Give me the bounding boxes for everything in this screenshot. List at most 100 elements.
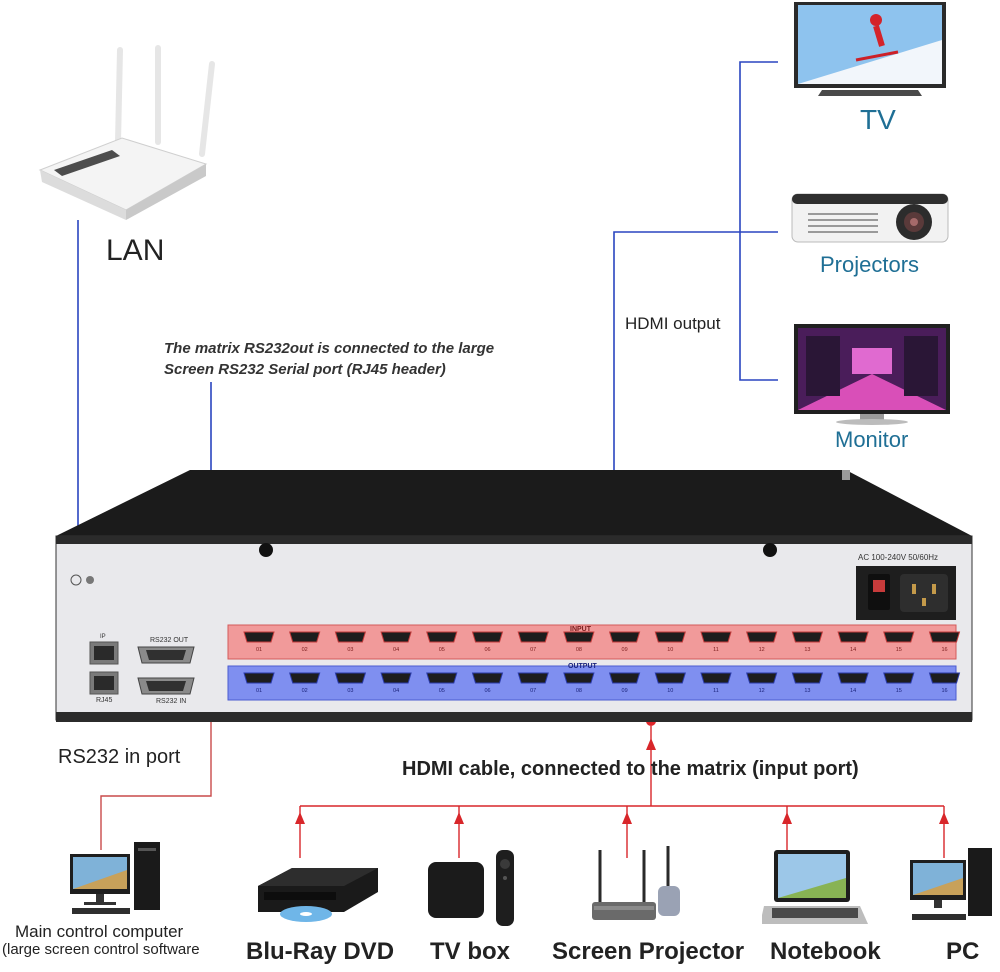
screen-projector-label: Screen Projector: [552, 938, 745, 965]
hdmi-input-port-label-16: 16: [941, 647, 947, 653]
monitor-label: Monitor: [835, 427, 909, 452]
projectors-label: Projectors: [820, 252, 920, 277]
router-icon: [38, 45, 215, 220]
hdmi-input-port-label-02: 02: [302, 647, 308, 653]
hdmi-output-port-04: [380, 672, 412, 684]
hdmi-output-port-label-06: 06: [484, 688, 490, 694]
hdmi-output-port-label-13: 13: [804, 688, 810, 694]
input-band-label: INPUT: [570, 626, 591, 633]
hdmi-output-port-16: [928, 672, 961, 684]
main-computer-label-line1: Main control computer: [15, 922, 184, 941]
ip-label: IP: [100, 634, 106, 640]
tv-icon: [794, 2, 946, 96]
hdmi-output-port-10: [654, 672, 686, 684]
hdmi-input-port-label-15: 15: [896, 647, 902, 653]
hdmi-output-port-03: [334, 672, 367, 684]
matrix-device: 01 01 02 02 03 03 04 04 05 05 06 06 07 07 08 08 09 09 10 10…: [55, 470, 973, 722]
hdmi-input-port-label-12: 12: [759, 647, 765, 653]
rs232-note-line2: Screen RS232 Serial port (RJ45 header): [164, 361, 446, 378]
bluray-icon: [258, 868, 378, 922]
main-computer-label-line2: (large screen control software: [2, 941, 200, 958]
hdmi-input-port-05: [426, 631, 458, 643]
hdmi-output-port-label-09: 09: [622, 688, 628, 694]
hdmi-output-port-14: [837, 672, 869, 684]
pc-label: PC: [946, 938, 980, 965]
hdmi-output-port-11: [700, 672, 732, 684]
hdmi-input-port-label-13: 13: [804, 647, 810, 653]
display-bracket: [739, 61, 778, 381]
hdmi-input-port-07: [517, 631, 549, 643]
hdmi-output-port-label-05: 05: [439, 688, 445, 694]
rj45-label: RJ45: [96, 697, 113, 704]
hdmi-output-port-01: [243, 672, 275, 684]
hdmi-input-port-10: [654, 631, 686, 643]
hdmi-input-port-label-07: 07: [530, 647, 536, 653]
screen-projector-icon: [592, 846, 680, 920]
tvbox-label: TV box: [430, 938, 511, 965]
hdmi-output-port-02: [289, 672, 321, 684]
hdmi-output-label: HDMI output: [625, 314, 721, 333]
hdmi-output-port-label-02: 02: [302, 688, 308, 694]
hdmi-output-port-label-12: 12: [759, 688, 765, 694]
power-label: AC 100-240V 50/60Hz: [858, 553, 939, 562]
projector-icon: [791, 193, 949, 243]
rs232-in-line: [100, 686, 212, 850]
hdmi-input-port-12: [746, 631, 778, 643]
pc-icon: [910, 848, 992, 920]
rs232-in-port-label: RS232 in port: [58, 746, 181, 768]
lan-label: LAN: [106, 234, 165, 267]
hdmi-input-port-label-09: 09: [622, 647, 628, 653]
hdmi-output-port-label-07: 07: [530, 688, 536, 694]
hdmi-output-port-13: [791, 672, 824, 684]
hdmi-output-port-label-15: 15: [896, 688, 902, 694]
main-computer-icon: [70, 842, 160, 914]
output-band-label: OUTPUT: [568, 663, 597, 670]
hdmi-input-port-label-05: 05: [439, 647, 445, 653]
hdmi-input-port-14: [837, 631, 869, 643]
hdmi-input-port-13: [791, 631, 824, 643]
hdmi-input-port-label-06: 06: [484, 647, 490, 653]
hdmi-input-port-label-08: 08: [576, 647, 582, 653]
hdmi-input-port-01: [243, 631, 275, 643]
hdmi-output-port-label-08: 08: [576, 688, 582, 694]
hdmi-output-port-label-16: 16: [941, 688, 947, 694]
hdmi-output-port-label-11: 11: [713, 688, 719, 694]
hdmi-cable-label: HDMI cable, connected to the matrix (inp…: [402, 758, 859, 780]
hdmi-output-port-07: [517, 672, 549, 684]
hdmi-input-port-16: [928, 631, 961, 643]
hdmi-output-port-09: [608, 672, 641, 684]
hdmi-input-port-03: [334, 631, 367, 643]
hdmi-output-port-label-03: 03: [347, 688, 353, 694]
hdmi-output-port-label-14: 14: [850, 688, 856, 694]
rs232-in-label: RS232 IN: [156, 698, 187, 705]
notebook-label: Notebook: [770, 938, 881, 965]
hdmi-input-port-15: [883, 631, 915, 643]
hdmi-output-port-label-04: 04: [393, 688, 399, 694]
hdmi-input-port-06: [471, 631, 504, 643]
rs232-note-line1: The matrix RS232out is connected to the …: [164, 340, 495, 357]
notebook-icon: [762, 850, 868, 924]
hdmi-output-port-05: [426, 672, 458, 684]
hdmi-input-port-label-04: 04: [393, 647, 399, 653]
hdmi-input-port-11: [700, 631, 732, 643]
hdmi-input-port-04: [380, 631, 412, 643]
hdmi-input-port-label-01: 01: [256, 647, 262, 653]
hdmi-output-port-label-01: 01: [256, 688, 262, 694]
hdmi-input-port-09: [608, 631, 641, 643]
hdmi-output-port-12: [746, 672, 778, 684]
rs232-out-label: RS232 OUT: [150, 637, 189, 644]
hdmi-output-port-06: [471, 672, 504, 684]
hdmi-input-port-label-14: 14: [850, 647, 856, 653]
tv-label: TV: [860, 104, 896, 135]
monitor-icon: [794, 324, 950, 425]
hdmi-input-port-label-03: 03: [347, 647, 353, 653]
hdmi-output-port-label-10: 10: [667, 688, 673, 694]
hdmi-input-port-label-10: 10: [667, 647, 673, 653]
tvbox-icon: [428, 850, 514, 926]
hdmi-output-port-15: [883, 672, 915, 684]
hdmi-cable-arrows: [295, 812, 949, 824]
hdmi-output-port-08: [563, 672, 595, 684]
bluray-label: Blu-Ray DVD: [246, 938, 395, 965]
hdmi-input-port-08: [563, 631, 595, 643]
hdmi-input-port-02: [289, 631, 321, 643]
